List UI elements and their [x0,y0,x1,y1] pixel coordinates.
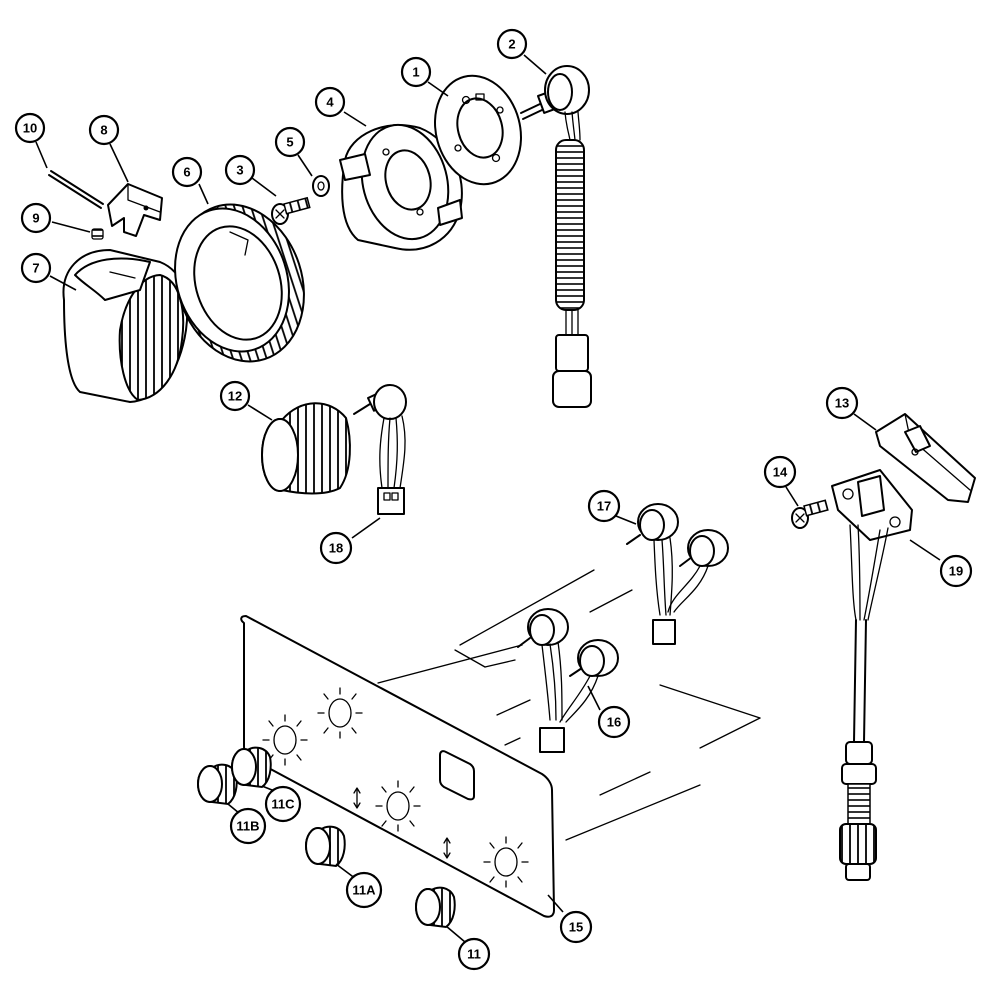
callout-6: 6 [171,156,203,188]
callout-13: 13 [825,386,859,420]
callout-11: 11 [457,937,491,971]
callout-17: 17 [587,489,621,523]
part-9-set-screw [91,228,104,240]
callout-3: 3 [224,154,256,186]
callout-11b: 11B [229,807,267,845]
svg-text:5: 5 [286,135,293,150]
callout-12: 12 [219,380,251,412]
part-10-pin [48,170,104,209]
callout-7: 7 [20,252,52,284]
svg-text:17: 17 [597,499,611,514]
svg-text:9: 9 [32,211,39,226]
svg-text:16: 16 [607,715,621,730]
part-15-control-panel [240,615,555,918]
part-14-screw [791,499,829,529]
part-5-washer [312,175,330,197]
svg-text:11C: 11C [271,797,295,812]
svg-text:8: 8 [100,123,107,138]
svg-text:18: 18 [329,541,343,556]
callout-11a: 11A [345,871,383,909]
callout-14: 14 [763,455,797,489]
svg-text:4: 4 [326,95,334,110]
knob-11b [197,763,238,806]
callout-10: 10 [14,112,46,144]
callout-5: 5 [274,126,306,158]
svg-text:10: 10 [23,121,37,136]
part-8-clip [107,183,163,237]
svg-text:15: 15 [569,920,583,935]
part-16-potentiometers [377,608,761,841]
svg-text:3: 3 [236,163,243,178]
callout-19: 19 [939,554,973,588]
callout-15: 15 [559,910,593,944]
part-4-housing [339,123,463,251]
part-3-screw [271,196,311,225]
svg-text:2: 2 [508,37,515,52]
svg-text:11A: 11A [352,883,376,898]
knob-11 [415,886,456,929]
svg-text:1: 1 [412,65,419,80]
knob-11a [305,825,346,868]
part-7-large-knob [62,249,189,403]
svg-text:14: 14 [773,465,788,480]
part-1-gasket-plate [434,74,522,186]
callout-9: 9 [20,202,52,234]
part-2-potentiometer-cable [520,65,592,408]
svg-text:12: 12 [228,389,242,404]
svg-text:6: 6 [183,165,190,180]
callout-4: 4 [314,86,346,118]
callout-18: 18 [319,531,353,565]
svg-text:13: 13 [835,396,849,411]
svg-text:11B: 11B [236,819,259,834]
callout-8: 8 [88,114,120,146]
svg-text:7: 7 [32,261,39,276]
part-13-bracket [875,413,976,503]
part-12-small-knob [261,402,351,495]
part-18-potentiometer [353,384,407,515]
callout-2: 2 [496,28,528,60]
callout-1: 1 [400,56,432,88]
knob-11c [231,746,272,789]
svg-text:11: 11 [467,947,481,962]
part-17-potentiometers [459,503,729,646]
part-6-bezel-ring [174,203,305,363]
leader-lines [35,54,941,943]
svg-text:19: 19 [949,564,963,579]
callout-11c: 11C [264,785,302,823]
part-19-sensor-harness [831,469,913,881]
callout-16: 16 [597,705,631,739]
